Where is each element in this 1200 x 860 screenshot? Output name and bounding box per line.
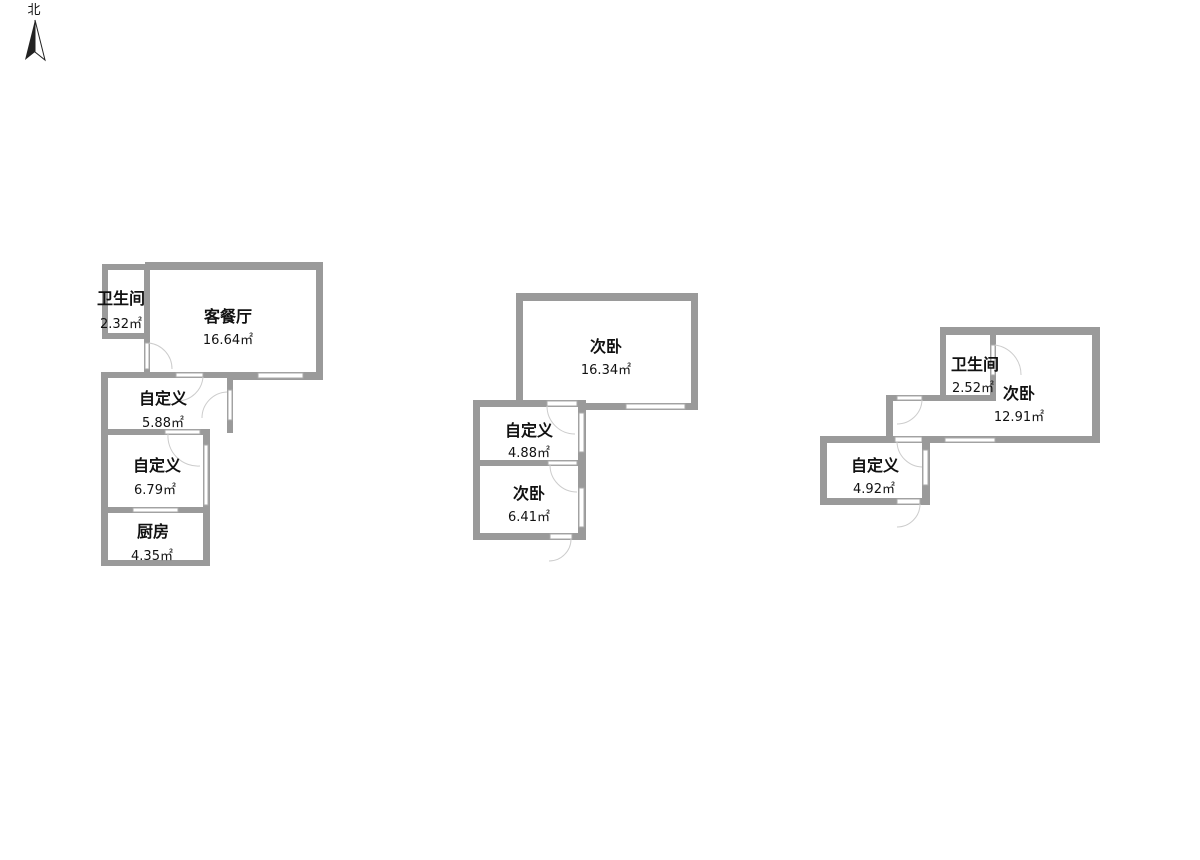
room-name: 自定义 <box>851 456 899 475</box>
room-name: 自定义 <box>505 421 553 440</box>
north-compass: 北 <box>25 3 46 62</box>
room-area: 4.92㎡ <box>853 482 895 497</box>
room-area: 16.64㎡ <box>203 333 253 348</box>
room-area: 4.88㎡ <box>508 446 550 461</box>
room-name: 次卧 <box>590 337 622 356</box>
room-name: 次卧 <box>1003 384 1035 403</box>
room-area: 6.79㎡ <box>134 483 176 498</box>
room-area: 12.91㎡ <box>994 410 1044 425</box>
plan-1-walls <box>101 262 323 566</box>
room-name: 卫生间 <box>951 355 999 374</box>
plan-3-labels: 卫生间 2.52㎡ 次卧 12.91㎡ 自定义 4.92㎡ <box>851 355 1044 497</box>
room-name: 自定义 <box>133 456 181 475</box>
room-area: 2.52㎡ <box>952 381 994 396</box>
room-area: 5.88㎡ <box>142 416 184 431</box>
north-label: 北 <box>27 3 40 18</box>
room-area: 6.41㎡ <box>508 510 550 525</box>
room-area: 2.32㎡ <box>100 317 142 332</box>
compass-arrow-icon <box>25 19 46 62</box>
room-name: 自定义 <box>139 389 187 408</box>
plan-1-labels: 卫生间 2.32㎡ 客餐厅 16.64㎡ 自定义 5.88㎡ 自定义 6.79㎡… <box>97 289 253 564</box>
room-name: 客餐厅 <box>204 307 252 326</box>
room-name: 卫生间 <box>97 289 145 308</box>
plan-3-walls <box>820 327 1100 528</box>
room-name: 次卧 <box>513 484 545 503</box>
room-area: 16.34㎡ <box>581 363 631 378</box>
plan-2-labels: 次卧 16.34㎡ 自定义 4.88㎡ 次卧 6.41㎡ <box>505 337 631 525</box>
plan-2-walls <box>473 293 698 562</box>
room-area: 4.35㎡ <box>131 549 173 564</box>
room-name: 厨房 <box>137 522 169 541</box>
